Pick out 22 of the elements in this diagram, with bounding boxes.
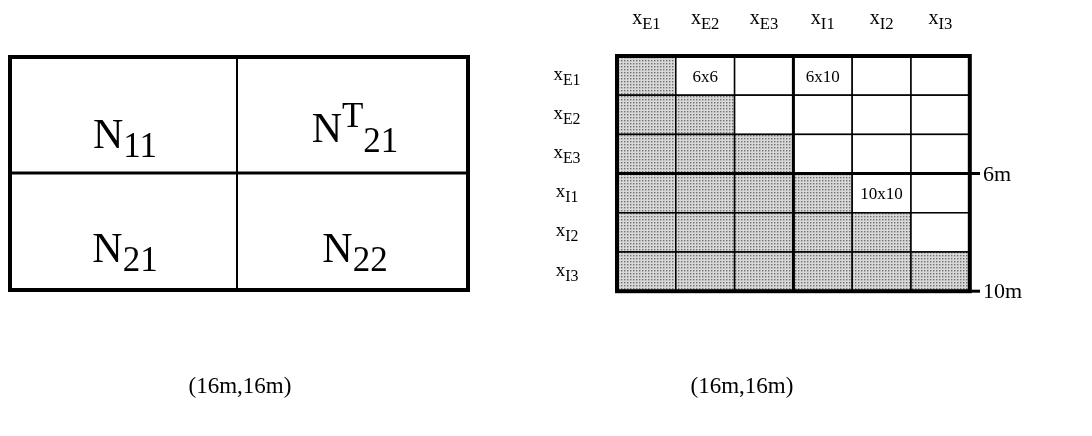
column-header: x$_{E3}$ [749, 7, 779, 33]
caption: (16m,16m) [690, 373, 794, 397]
caption: (16m,16m) [188, 373, 292, 397]
dimension-label: 10m [983, 280, 1023, 303]
row-header: x$_{E2}$ [553, 103, 581, 127]
row-header: x$_{I3}$ [555, 259, 579, 284]
row-header: x$_{E1}$ [553, 63, 581, 88]
dimension-label: 6m [983, 162, 1012, 185]
column-header: x$_{I2}$ [869, 7, 894, 33]
column-header: x$_{I1}$ [810, 7, 835, 33]
block-label: N$_{21}$ [92, 226, 158, 278]
column-header: x$_{I3}$ [928, 7, 953, 33]
block-size-label: 6x6 [692, 67, 718, 85]
block-label: N$_{22}$ [322, 226, 388, 278]
row-header: x$_{E3}$ [553, 142, 581, 166]
block-size-label: 6x10 [805, 67, 840, 85]
row-header: x$_{I2}$ [555, 220, 579, 245]
block-size-label: 10x10 [860, 184, 903, 202]
block-label: N$_{11}$ [93, 112, 157, 164]
column-header: x$_{E1}$ [632, 7, 661, 33]
column-header: x$_{E2}$ [690, 7, 720, 33]
row-header: x$_{I1}$ [555, 181, 579, 205]
